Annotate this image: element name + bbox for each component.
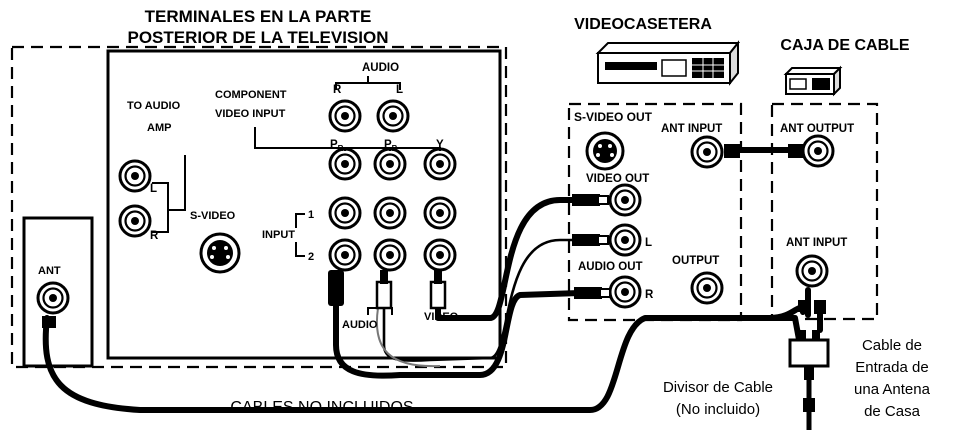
home-antenna-label-line1: Cable de xyxy=(862,337,922,354)
tv-to-audio-amp-line2: AMP xyxy=(147,122,171,134)
vcr-audio-r-jack[interactable] xyxy=(608,275,642,309)
antenna-ant-label: ANT xyxy=(38,265,61,277)
cable-box-ant-output-label: ANT OUTPUT xyxy=(780,123,854,135)
tv-amp-l-jack[interactable] xyxy=(118,159,152,193)
home-antenna-label-line4: de Casa xyxy=(864,403,921,420)
video-cable xyxy=(435,197,578,321)
cables-not-included-label: CABLES NO INCLUIDOS xyxy=(230,399,413,416)
tv-bracket-lines xyxy=(152,76,441,315)
vcr-illustration xyxy=(595,40,741,86)
tv-audio-cable-gray xyxy=(375,307,441,368)
vcr-video-plug xyxy=(572,194,609,206)
tv-y-label: Y xyxy=(436,139,444,151)
vcr-audio-l-plug xyxy=(572,234,609,246)
tv-input1-audio-l-jack[interactable] xyxy=(328,196,362,230)
vcr-output-jack[interactable] xyxy=(690,271,724,305)
cable-splitter xyxy=(788,300,830,430)
tv-title-line2: POSTERIOR DE LA TELEVISION xyxy=(127,28,388,47)
tv-audio-cable xyxy=(333,290,583,379)
tv-y-jack[interactable] xyxy=(423,147,457,181)
tv-audio-l-jack[interactable] xyxy=(376,99,410,133)
vcr-audio-out-label: AUDIO OUT xyxy=(578,261,643,273)
vcr-ant-input-label: ANT INPUT xyxy=(661,123,722,135)
tv-to-audio-amp-line1: TO AUDIO xyxy=(127,100,181,112)
splitter-label-line2: (No incluido) xyxy=(676,401,760,418)
cable-box-ant-input-label: ANT INPUT xyxy=(786,237,847,249)
tv-input1-video-jack[interactable] xyxy=(423,196,457,230)
cable-box-ant-input-jack[interactable] xyxy=(795,254,829,288)
tv-input1-audio-r-jack[interactable] xyxy=(373,196,407,230)
tv-amp-l-label: L xyxy=(150,183,157,195)
tv-audio-l-label: L xyxy=(396,84,403,96)
vcr-outline xyxy=(567,102,743,322)
tv-component-label-line1: COMPONENT xyxy=(215,89,287,101)
plug-audio-label: AUDIO xyxy=(342,319,378,331)
vcr-audio-l-jack[interactable] xyxy=(608,223,642,257)
cable-box-ant-output-jack[interactable] xyxy=(801,134,835,168)
coax-connector-vcr xyxy=(724,144,740,158)
tv-pr-label: PR xyxy=(330,139,344,153)
vcr-video-out-jack[interactable] xyxy=(608,183,642,217)
tv-pb-label: PB xyxy=(384,139,398,153)
vcr-title: VIDEOCASETERA xyxy=(574,16,712,33)
audio-plug-r xyxy=(375,270,393,310)
tv-component-label-line2: VIDEO INPUT xyxy=(215,108,286,120)
tv-audio-cable-r xyxy=(382,238,582,362)
video-plug xyxy=(429,270,447,310)
plug-video-label: VIDEO xyxy=(424,311,459,323)
vcr-audio-l-label: L xyxy=(645,237,652,249)
tv-input-2-label: 2 xyxy=(308,251,314,263)
vcr-s-video-out-label: S-VIDEO OUT xyxy=(574,110,653,124)
tv-title-line1: TERMINALES EN LA PARTE xyxy=(145,7,372,26)
audio-plug-l xyxy=(328,270,344,306)
cable-box-title: CAJA DE CABLE xyxy=(780,37,910,54)
coax-connector-cablebox xyxy=(788,144,804,158)
tv-input-1-label: 1 xyxy=(308,209,314,221)
vcr-ant-input-jack[interactable] xyxy=(690,135,724,169)
tv-audio-r-label: R xyxy=(333,84,342,96)
cable-box-illustration xyxy=(783,65,843,97)
tv-input2-audio-l-jack[interactable] xyxy=(328,238,362,272)
splitter-label-line1: Divisor de Cable xyxy=(663,379,773,396)
cable-box-outline xyxy=(770,102,879,321)
antenna-jack[interactable] xyxy=(36,281,70,315)
antenna-plug xyxy=(42,316,56,328)
tv-s-video-jack[interactable] xyxy=(199,232,241,274)
home-antenna-label-line3: una Antena xyxy=(854,381,931,398)
vcr-audio-r-label: R xyxy=(645,289,654,301)
tv-input-label: INPUT xyxy=(262,229,295,241)
vcr-video-out-label: VIDEO OUT xyxy=(586,173,649,185)
tv-pb-jack[interactable] xyxy=(373,147,407,181)
tv-input2-video-jack[interactable] xyxy=(423,238,457,272)
tv-input2-audio-r-jack[interactable] xyxy=(373,238,407,272)
tv-amp-r-label: R xyxy=(150,230,159,242)
vcr-s-video-out-jack[interactable] xyxy=(585,131,625,171)
tv-audio-header: AUDIO xyxy=(362,62,399,74)
vcr-audio-r-plug xyxy=(574,287,611,299)
tv-audio-r-jack[interactable] xyxy=(328,99,362,133)
home-antenna-label-line2: Entrada de xyxy=(855,359,928,376)
tv-s-video-label: S-VIDEO xyxy=(190,210,236,222)
tv-pr-jack[interactable] xyxy=(328,147,362,181)
vcr-output-label: OUTPUT xyxy=(672,255,719,267)
tv-amp-r-jack[interactable] xyxy=(118,204,152,238)
tv-outline xyxy=(10,45,508,369)
